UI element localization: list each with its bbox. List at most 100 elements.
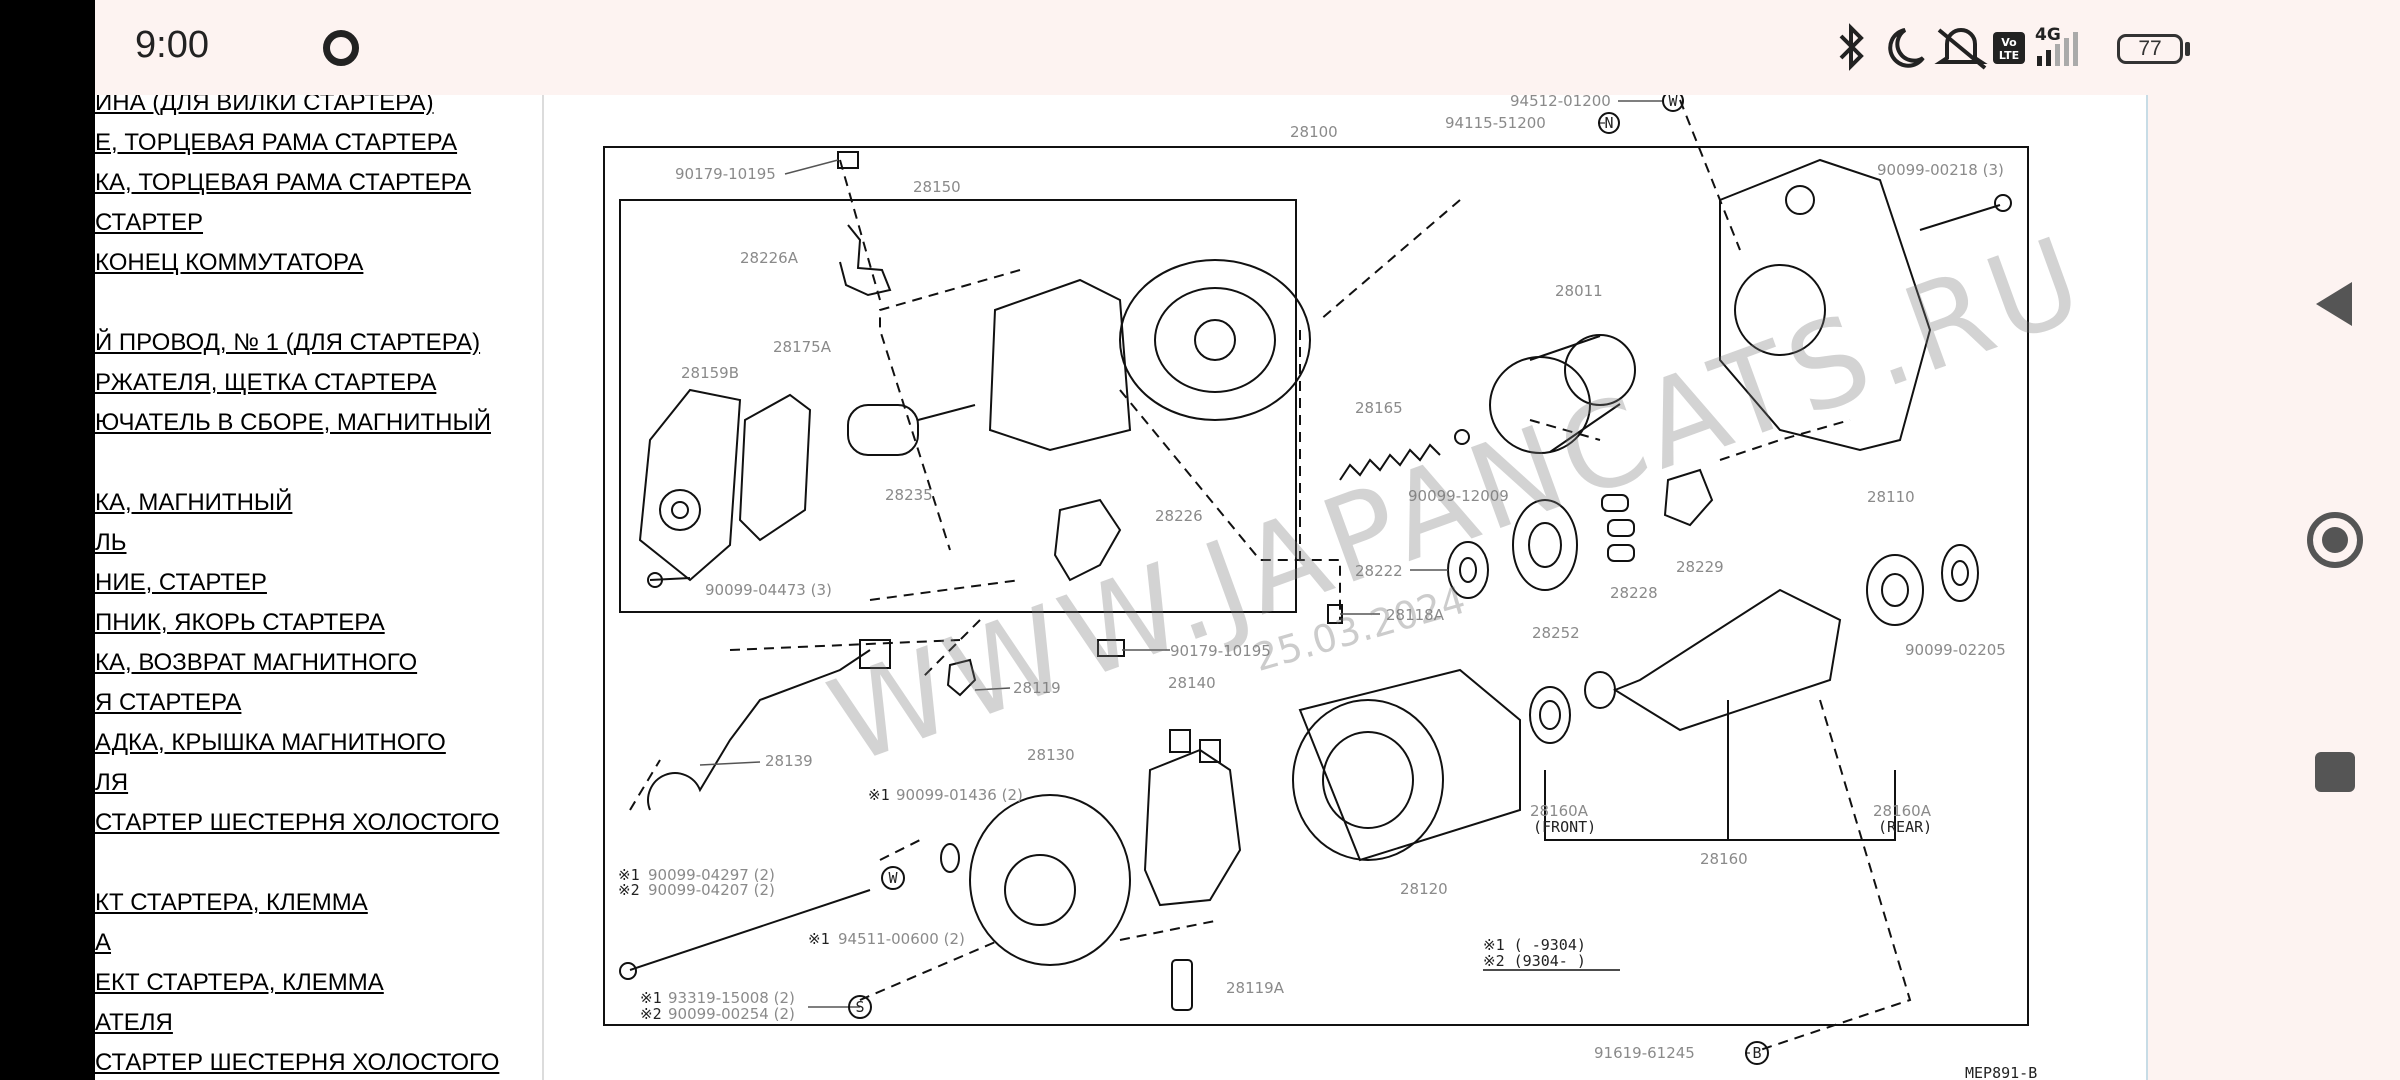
label-front: (FRONT)	[1533, 818, 1596, 836]
part-list-item[interactable]: ПНИК, ЯКОРЬ СТАРТЕРА	[95, 609, 385, 636]
part-28165	[1339, 443, 1441, 481]
recents-button[interactable]	[2270, 712, 2400, 832]
label-28226A: 28226A	[740, 249, 799, 267]
label-90099-02205: 90099-02205	[1905, 641, 2006, 659]
part-list-item[interactable]: ЮЧАТЕЛЬ В СБОРЕ, МАГНИТНЫЙ	[95, 409, 491, 436]
label-90099-04207: 90099-04207 (2)	[648, 881, 775, 899]
label-28175A: 28175A	[773, 338, 832, 356]
circle-letter-w1: W	[1668, 95, 1678, 110]
battery-level: 77	[2138, 37, 2162, 60]
home-button[interactable]	[2270, 480, 2400, 600]
label-28110: 28110	[1867, 488, 1915, 506]
part-list-item[interactable]: Я СТАРТЕРА	[95, 689, 242, 716]
part-list-item[interactable]: КА, ВОЗВРАТ МАГНИТНОГО	[95, 649, 418, 676]
assembly-frame-28150	[619, 199, 1297, 613]
mute-icon	[1934, 28, 1988, 70]
label-28140: 28140	[1168, 674, 1216, 692]
label-28159B: 28159B	[681, 364, 739, 382]
battery-icon: 77	[2117, 34, 2183, 64]
parts-list: ИНА (ДЛЯ ВИЛКИ СТАРТЕРА) Е, ТОРЦЕВАЯ РАМА…	[95, 95, 542, 1080]
note-1: ※1 ( -9304)	[1483, 936, 1586, 954]
part-list-item[interactable]: СТАРТЕР	[95, 209, 204, 236]
part-28226A	[839, 224, 892, 297]
part-28235	[847, 404, 919, 456]
label-90099-01436: 90099-01436 (2)	[896, 786, 1023, 804]
label-rear: (REAR)	[1878, 818, 1932, 836]
star-1-d: ※1	[640, 989, 662, 1007]
label-28229: 28229	[1676, 558, 1724, 576]
part-list-item[interactable]: АДКА, КРЫШКА МАГНИТНОГО	[95, 729, 446, 756]
volte-icon: Vo LTE	[1993, 32, 2025, 64]
part-list-item[interactable]: РЖАТЕЛЯ, ЩЕТКА СТАРТЕРА	[95, 369, 437, 396]
part-28119A	[1171, 959, 1193, 1011]
star-1-a: ※1	[868, 786, 890, 804]
part-28139	[647, 649, 871, 811]
part-28110	[1719, 158, 1932, 452]
moon-icon	[1888, 28, 1925, 68]
part-28252	[1512, 499, 1578, 591]
diagram-code: MEP891-B	[1965, 1064, 2037, 1080]
part-28229	[1663, 468, 1714, 527]
notification-dot-icon	[323, 30, 359, 66]
part-28140	[1143, 748, 1242, 907]
status-icons: Vo LTE 4G	[1839, 23, 2078, 71]
part-list-item[interactable]: Е, ТОРЦЕВАЯ РАМА СТАРТЕРА	[95, 129, 458, 156]
note-2: ※2 (9304- )	[1483, 952, 1586, 970]
label-28119A: 28119A	[1226, 979, 1285, 997]
bluetooth-icon	[1839, 23, 1864, 71]
label-28119: 28119	[1013, 679, 1061, 697]
part-list-item[interactable]: ЛЬ	[95, 529, 127, 556]
part-list-item[interactable]: КА, ТОРЦЕВАЯ РАМА СТАРТЕРА	[95, 169, 472, 196]
part-list-item[interactable]: КА, МАГНИТНЫЙ	[95, 489, 293, 516]
label-28130: 28130	[1027, 746, 1075, 764]
label-28139: 28139	[765, 752, 813, 770]
recents-square-icon	[2315, 752, 2355, 792]
part-list-item[interactable]: СТАРТЕР ШЕСТЕРНЯ ХОЛОСТОГО	[95, 809, 500, 836]
label-28222: 28222	[1355, 562, 1403, 580]
part-list-item[interactable]: АТЕЛЯ	[95, 1009, 173, 1036]
label-94511-00600: 94511-00600 (2)	[838, 930, 965, 948]
parts-diagram[interactable]: W N W S B 28100 28150 90179-10195 28226A…	[544, 95, 2146, 1080]
circle-letter-b: B	[1752, 1044, 1761, 1062]
label-28160A-front: 28160A	[1530, 802, 1589, 820]
part-list-item[interactable]: ЕКТ СТАРТЕРА, КЛЕММА	[95, 969, 384, 996]
star-1-b: ※1	[618, 866, 640, 884]
part-list-item[interactable]: СТАРТЕР ШЕСТЕРНЯ ХОЛОСТОГО	[95, 1049, 500, 1076]
label-28118A: 28118A	[1386, 606, 1445, 624]
assembly-frame-28100	[603, 146, 2029, 1026]
armature-group-bracket	[1544, 770, 1896, 841]
label-91619-61245: 91619-61245	[1594, 1044, 1695, 1062]
navigation-bar	[2270, 0, 2400, 1080]
pane-divider	[542, 95, 544, 1080]
star-2-d: ※2	[640, 1005, 662, 1023]
label-90099-12009: 90099-12009	[1408, 487, 1509, 505]
part-list-item[interactable]: А	[95, 929, 112, 956]
part-list-item[interactable]: КОНЕЦ КОММУТАТОРА	[95, 249, 364, 276]
label-28120: 28120	[1400, 880, 1448, 898]
label-28011: 28011	[1555, 282, 1603, 300]
svg-text:LTE: LTE	[1999, 49, 2019, 62]
label-90099-00254: 90099-00254 (2)	[668, 1005, 795, 1023]
label-90099-04297: 90099-04297 (2)	[648, 866, 775, 884]
switch-housing	[988, 278, 1132, 452]
label-28252: 28252	[1532, 624, 1580, 642]
back-button[interactable]	[2270, 244, 2400, 364]
part-list-item[interactable]: КТ СТАРТЕРА, КЛЕММА	[95, 889, 368, 916]
part-list-item[interactable]: НИЕ, СТАРТЕР	[95, 569, 267, 596]
part-list-item[interactable]: ИНА (ДЛЯ ВИЛКИ СТАРТЕРА)	[95, 95, 434, 116]
part-28159B	[638, 388, 742, 582]
part-28130	[969, 794, 1131, 966]
starter-exploded-diagram[interactable]: W N W S B 28100 28150 90179-10195 28226A…	[544, 95, 2146, 1080]
label-90099-04473: 90099-04473 (3)	[705, 581, 832, 599]
part-28160A-rear	[1866, 554, 1924, 626]
screen-edge	[0, 0, 95, 1080]
part-list-item[interactable]: Й ПРОВОД, № 1 (ДЛЯ СТАРТЕРА)	[95, 329, 481, 356]
label-94115-51200: 94115-51200	[1445, 114, 1546, 132]
star-2-b: ※2	[618, 881, 640, 899]
circle-letter-n: N	[1604, 114, 1613, 132]
network-label: 4G	[2035, 25, 2061, 45]
part-28175A	[738, 393, 812, 542]
part-list-item[interactable]: ЛЯ	[95, 769, 129, 796]
home-circle-icon	[2307, 512, 2363, 568]
status-time: 9:00	[135, 24, 209, 66]
